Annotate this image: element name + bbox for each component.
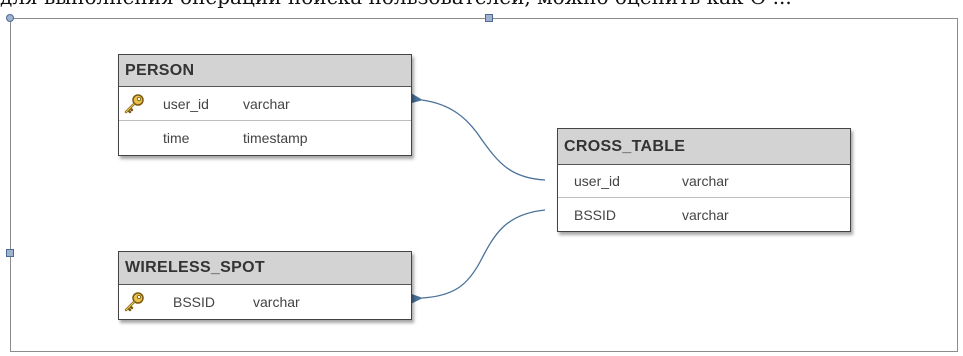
column-type: timestamp — [243, 130, 308, 146]
header-text: для выполнения операции поиска пользоват… — [0, 0, 963, 9]
column-name: user_id — [574, 173, 620, 189]
entity-person[interactable]: PERSON user_id varchar time timestamp — [118, 54, 412, 156]
relationship-line-user-id — [410, 93, 546, 181]
column-name: time — [163, 130, 190, 146]
key-icon — [124, 292, 144, 312]
entity-cross-table[interactable]: CROSS_TABLE user_id varchar BSSID varcha… — [557, 128, 851, 232]
column-type: varchar — [682, 206, 729, 223]
entity-person-column: time timestamp — [119, 121, 411, 155]
entity-person-column: user_id varchar — [119, 87, 411, 121]
entity-cross-table-column: BSSID varchar — [558, 198, 850, 231]
entity-person-title: PERSON — [119, 55, 411, 87]
column-name: BSSID — [173, 294, 216, 310]
entity-wireless-spot[interactable]: WIRELESS_SPOT BSSID varchar — [118, 251, 412, 320]
column-type: varchar — [682, 173, 729, 189]
entity-wireless-spot-title: WIRELESS_SPOT — [119, 252, 411, 285]
diagram-canvas — [10, 18, 958, 352]
relationship-line-bssid — [410, 209, 546, 304]
selection-handle-middle-left[interactable] — [6, 249, 14, 257]
column-type: varchar — [243, 95, 290, 112]
selection-handle-top-left[interactable] — [6, 14, 14, 22]
entity-wireless-spot-column: BSSID varchar — [119, 285, 411, 319]
key-icon — [124, 93, 144, 113]
entity-cross-table-column: user_id varchar — [558, 165, 850, 198]
column-name: user_id — [163, 95, 209, 112]
column-name: BSSID — [574, 206, 617, 223]
column-type: varchar — [253, 294, 300, 310]
entity-cross-table-title: CROSS_TABLE — [558, 129, 850, 165]
selection-handle-top-center[interactable] — [485, 14, 493, 22]
